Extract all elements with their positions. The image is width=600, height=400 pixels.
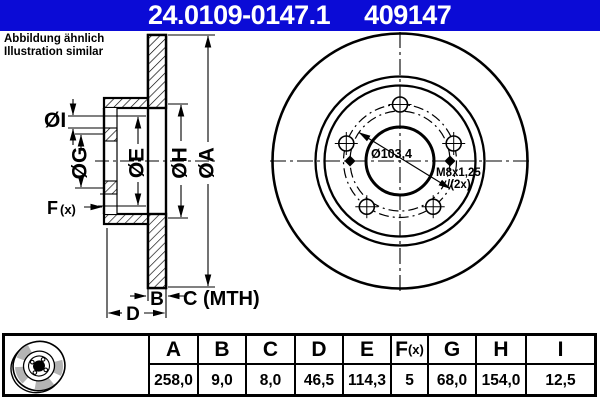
note-line-de: Abbildung ähnlich [4, 33, 105, 45]
m8-hole-left [344, 155, 356, 167]
col-header-b: B [197, 336, 245, 365]
value-f: 5 [390, 365, 427, 396]
disc-ring-bottom-hatch [146, 212, 168, 290]
hat-plate-bottom [102, 212, 150, 226]
disc-thumbnail-cell [5, 336, 148, 396]
order-number: 409147 [364, 0, 452, 30]
col-header-f-main: F [395, 337, 408, 361]
m8-hole-right [444, 155, 456, 167]
col-header-i: I [525, 336, 594, 365]
bolt-hole [421, 195, 445, 219]
pcd-leader-line [358, 131, 451, 190]
dim-label-d: D [126, 304, 140, 325]
value-g: 68,0 [427, 365, 475, 396]
col-header-c: C [245, 336, 294, 365]
friction-surface-circle [314, 75, 486, 247]
thread-label: M8x1,25 [436, 167, 481, 179]
thread-qty-label: /(2x) [447, 179, 471, 191]
note-line-en: Illustration similar [4, 46, 104, 58]
value-e: 114,3 [342, 365, 390, 396]
dim-label-dia-e: ØE [126, 148, 149, 178]
header-bar: 24.0109-0147.1 409147 [0, 0, 600, 31]
extension-lines [68, 34, 215, 318]
bolt-hole [334, 132, 358, 155]
value-d: 46,5 [294, 365, 342, 396]
dim-label-f-sub: (x) [60, 202, 76, 217]
cross-section-view: ØI ØG ØE ØH ØA F (x) B C (MTH) D [44, 33, 260, 325]
col-header-f-sub: (x) [407, 342, 424, 357]
value-i: 12,5 [525, 365, 594, 396]
hat-wall-hatch-bottom [103, 180, 118, 195]
bolt-holes [334, 93, 466, 219]
part-number: 24.0109-0147.1 [148, 0, 331, 30]
disc-ring-top-hatch [146, 33, 168, 110]
col-header-g: G [427, 336, 475, 365]
dimension-table: A B C D E F(x) G H I 258,0 9,0 8,0 46,5 … [2, 333, 597, 397]
value-h: 154,0 [475, 365, 525, 396]
dim-label-b: B [150, 289, 164, 310]
bolt-hole [442, 132, 466, 155]
dim-label-dia-h: ØH [169, 147, 192, 179]
col-header-h: H [475, 336, 525, 365]
dim-label-dia-a: ØA [196, 147, 219, 179]
value-a: 258,0 [148, 365, 197, 396]
dim-label-f: F [47, 198, 58, 218]
dim-label-dia-g: ØG [69, 147, 92, 180]
bolt-hole [388, 93, 412, 116]
bolt-hole [355, 195, 379, 219]
col-header-e: E [342, 336, 390, 365]
value-b: 9,0 [197, 365, 245, 396]
similarity-note: Abbildung ähnlich Illustration similar [4, 33, 104, 59]
dim-label-dia-i: ØI [44, 109, 66, 132]
col-header-a: A [148, 336, 197, 365]
col-header-f: F(x) [390, 336, 427, 365]
dim-label-c: C (MTH) [183, 288, 260, 310]
front-view: Ø103,4 M8x1,25 /(2x) [270, 32, 531, 291]
hat-plate-top [102, 96, 150, 110]
dimension-lines [69, 35, 212, 317]
value-c: 8,0 [245, 365, 294, 396]
brake-disc-icon [10, 340, 66, 394]
pcd-label: Ø103,4 [371, 147, 412, 161]
hat-wall-hatch-top [103, 127, 118, 142]
col-header-d: D [294, 336, 342, 365]
